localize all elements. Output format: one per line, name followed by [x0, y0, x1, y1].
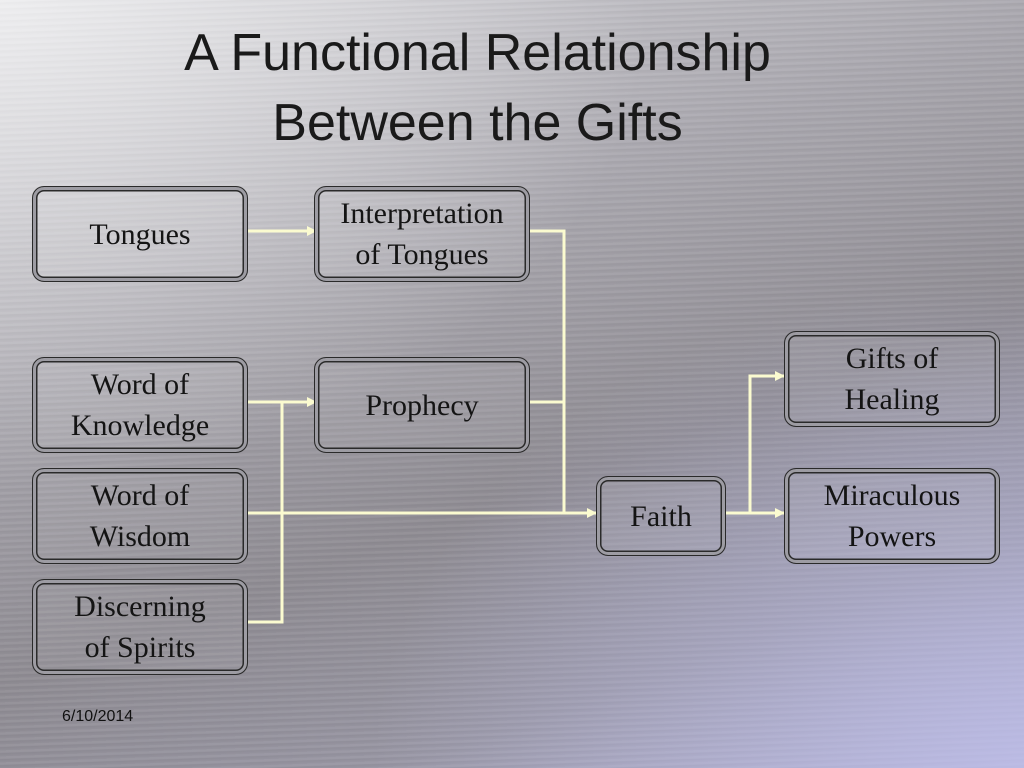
slide-title-line-2: Between the Gifts	[272, 94, 683, 152]
slide-title: A Functional Relationship Between the Gi…	[80, 18, 875, 158]
node-wisdom-label-line-1: Word of	[90, 479, 190, 512]
node-interpretation-label-line-1: Interpretation	[340, 197, 504, 230]
node-discerning-of-spirits: Discerning of Spirits	[32, 579, 248, 675]
node-prophecy: Prophecy	[314, 357, 530, 453]
node-tongues: Tongues	[32, 186, 248, 282]
node-tongues-label: Tongues	[89, 217, 191, 251]
slide-date: 6/10/2014	[62, 708, 134, 725]
node-miraculous-label-line-1: Miraculous	[823, 479, 961, 512]
node-word-of-knowledge: Word of Knowledge	[32, 357, 248, 453]
connector-discerning-to-prophecy	[248, 402, 284, 624]
slide-title-line-1: A Functional Relationship	[184, 24, 771, 82]
node-knowledge-label-line-2: Knowledge	[70, 409, 210, 442]
node-interpretation-of-tongues: Interpretation of Tongues	[314, 186, 530, 282]
node-discerning-label-line-2: of Spirits	[84, 631, 196, 664]
connector-faith-to-healing	[748, 371, 785, 513]
node-healing-label-line-2: Healing	[844, 383, 940, 416]
node-faith-label: Faith	[630, 499, 692, 533]
node-healing-label-line-1: Gifts of	[845, 342, 939, 375]
node-miraculous-powers: Miraculous Powers	[784, 468, 1000, 564]
connector-interpretation-to-faith	[530, 229, 566, 513]
node-miraculous-label-line-2: Powers	[847, 520, 937, 553]
node-gifts-of-healing: Gifts of Healing	[784, 331, 1000, 427]
node-wisdom-label-line-2: Wisdom	[89, 520, 191, 553]
node-faith: Faith	[596, 476, 726, 556]
node-discerning-label-line-1: Discerning	[74, 590, 206, 623]
node-word-of-wisdom: Word of Wisdom	[32, 468, 248, 564]
node-knowledge-label-line-1: Word of	[90, 368, 190, 401]
node-interpretation-label-line-2: of Tongues	[355, 238, 489, 271]
node-prophecy-label: Prophecy	[365, 388, 479, 422]
